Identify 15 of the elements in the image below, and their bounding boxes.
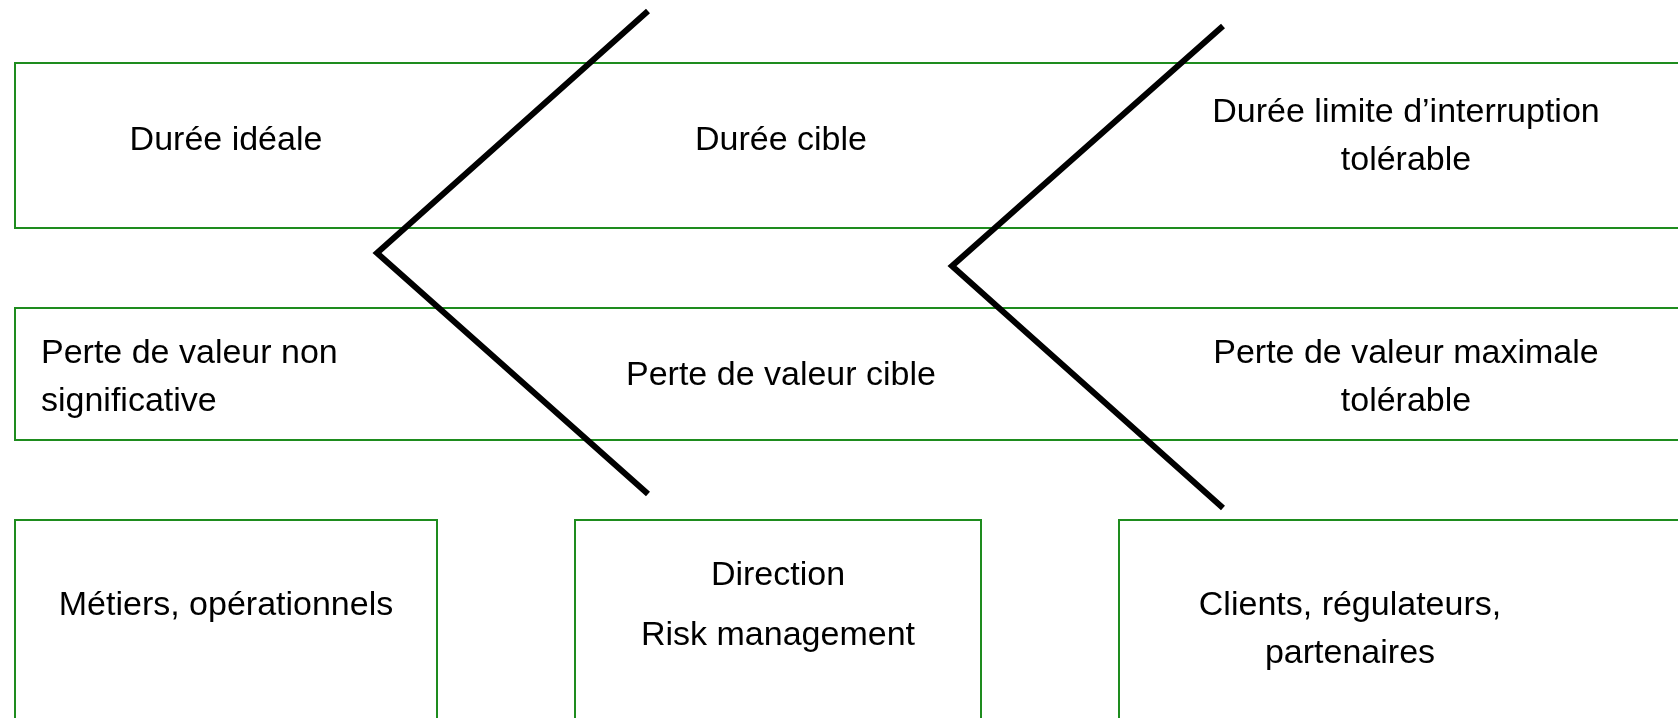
group-box [1118,519,1678,718]
group-box [14,519,438,718]
group-box [574,519,982,718]
box-label: Risk management [640,613,916,654]
band-label: Perte de valeur non significative [41,331,339,420]
band-box [14,307,1678,441]
box-label: Métiers, opérationnels [57,583,395,624]
box-label: Direction [709,553,847,594]
band-label: Durée limite d’interruption tolérable [1211,90,1601,179]
band-label: Perte de valeur maximale tolérable [1212,331,1600,420]
band-label: Perte de valeur cible [625,353,937,394]
band-label: Durée cible [694,118,868,159]
band-label: Durée idéale [128,118,324,159]
band-box [14,62,1678,229]
box-label: Clients, régulateurs, partenaires [1197,583,1503,672]
